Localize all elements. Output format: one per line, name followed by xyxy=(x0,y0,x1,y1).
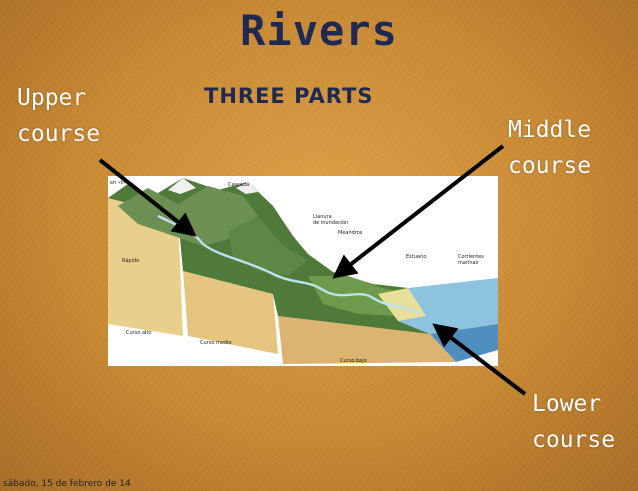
label-rapids: Rápido xyxy=(122,257,139,264)
label-currents-2: marinas xyxy=(458,260,479,266)
slide-subtitle: THREE PARTS xyxy=(204,84,374,108)
upper-course-label-line1: Upper xyxy=(17,85,87,111)
beach xyxy=(378,288,426,321)
lower-course-label-line1: Lower xyxy=(532,391,602,417)
snow-patch xyxy=(236,182,258,194)
label-floodplain-1: Llanura xyxy=(313,214,332,220)
floodplain xyxy=(308,276,408,316)
label-lower-course: Curso bajo xyxy=(340,358,367,364)
label-waterfall: Cascada xyxy=(228,182,249,188)
middle-hills xyxy=(228,216,308,276)
river-course-diagram: en «ll» Cascada Rápido Llanura de inunda… xyxy=(108,176,498,366)
upper-course-label: Upper course xyxy=(17,80,100,152)
label-meanders: Meandros xyxy=(338,230,363,236)
middle-course-label-line1: Middle xyxy=(508,117,592,143)
lower-course-label: Lower course xyxy=(532,386,615,458)
label-source: en «ll» xyxy=(110,180,127,186)
slide-footer-date: sábado, 15 de febrero de 14 xyxy=(3,479,131,489)
upper-course-label-line2: course xyxy=(17,121,101,147)
river xyxy=(157,214,421,316)
sea xyxy=(398,278,498,334)
lower-course-label-line2: course xyxy=(532,427,616,453)
label-estuary: Estuario xyxy=(406,254,426,260)
middle-block-section xyxy=(183,271,278,354)
middle-course-label-line2: course xyxy=(508,153,592,179)
label-middle-course: Curso medio xyxy=(200,340,232,346)
middle-course-label: Middle course xyxy=(508,112,591,184)
slide-title: Rivers xyxy=(240,6,398,55)
label-upper-course: Curso alto xyxy=(126,330,151,336)
label-floodplain-2: de inundación xyxy=(313,219,348,226)
lower-block-section xyxy=(278,316,456,364)
